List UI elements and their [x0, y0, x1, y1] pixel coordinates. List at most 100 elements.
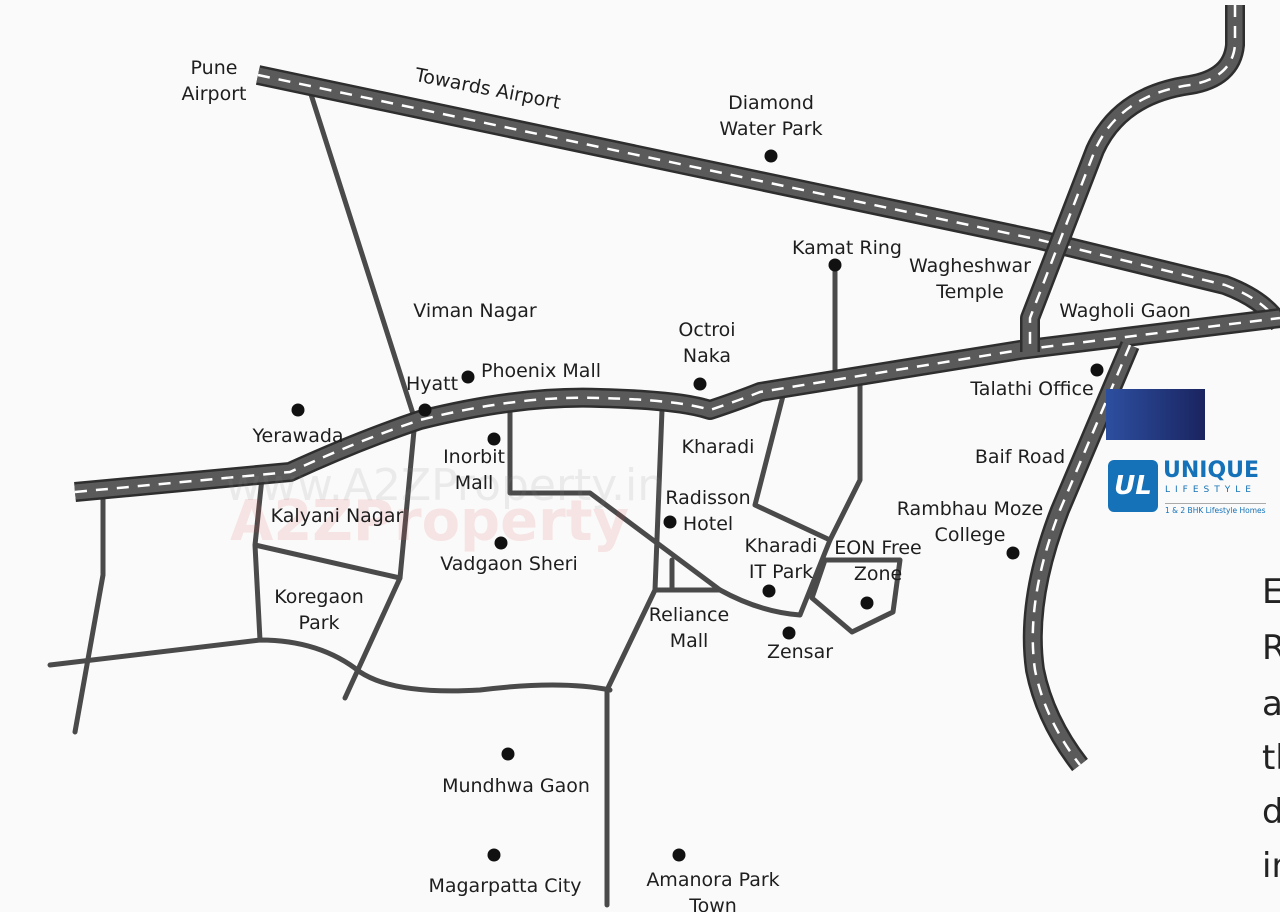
- logo-tagline: 1 & 2 BHK Lifestyle Homes: [1165, 503, 1266, 515]
- place-kharadi-it-park: Kharadi IT Park: [745, 535, 818, 598]
- place-label: Wagheshwar: [909, 255, 1031, 277]
- place-label: IT Park: [749, 561, 813, 583]
- place-label: Talathi Office: [969, 378, 1093, 400]
- unique-lifestyle-logo: UL UNIQUE LIFESTYLE 1 & 2 BHK Lifestyle …: [1108, 458, 1268, 518]
- place-marker-icon: [762, 584, 776, 598]
- place-label: Kharadi: [745, 535, 818, 557]
- place-marker-icon: [782, 626, 796, 640]
- side-text-line: th: [1262, 738, 1280, 778]
- side-text-line: R: [1262, 628, 1280, 668]
- place-label: Reliance: [649, 604, 729, 626]
- road-eon-loop: [809, 557, 903, 635]
- place-label: Pune: [191, 57, 238, 79]
- place-label: Kamat Ring: [792, 237, 902, 259]
- place-baif-road: Baif Road: [975, 446, 1065, 468]
- place-viman-nagar: Viman Nagar: [413, 300, 537, 322]
- place-mundhwa-gaon: Mundhwa Gaon: [442, 747, 590, 797]
- place-label: Town: [688, 895, 737, 912]
- highway-baif-road: [1022, 341, 1140, 772]
- place-label: Magarpatta City: [428, 875, 581, 897]
- place-marker-icon: [487, 432, 501, 446]
- place-marker-icon: [672, 848, 686, 862]
- place-label: Mall: [670, 630, 709, 652]
- place-label: Inorbit: [443, 446, 505, 468]
- road-west: [72, 487, 106, 735]
- place-label: Wagholi Gaon: [1059, 300, 1191, 322]
- place-label: Octroi: [678, 319, 735, 341]
- place-label: Rambhau Moze: [897, 498, 1043, 520]
- place-label: EON Free: [834, 537, 922, 559]
- place-label: Zensar: [767, 641, 833, 663]
- highway-nagar-road: [74, 308, 1280, 502]
- place-phoenix-mall: Phoenix Mall: [461, 360, 601, 384]
- place-label: Koregaon: [274, 586, 364, 608]
- place-hyatt: Hyatt: [406, 373, 458, 417]
- place-marker-icon: [693, 377, 707, 391]
- svg-text:www.A2ZProperty.in: www.A2ZProperty.in: [225, 460, 665, 511]
- road-kalyani: [252, 475, 403, 643]
- place-label: Phoenix Mall: [481, 360, 601, 382]
- place-label: Mall: [455, 472, 494, 494]
- place-marker-icon: [487, 848, 501, 862]
- place-label: Vadgaon Sheri: [440, 553, 578, 575]
- place-label: College: [935, 524, 1006, 546]
- logo-sub: LIFESTYLE: [1165, 485, 1256, 495]
- place-label: Temple: [935, 281, 1004, 303]
- minor-roads: [47, 82, 903, 908]
- side-text-line: E: [1262, 572, 1280, 612]
- place-label: Baif Road: [975, 446, 1065, 468]
- place-label: Amanora Park: [646, 869, 779, 891]
- place-marker-icon: [291, 403, 305, 417]
- place-talathi-office: Talathi Office: [969, 363, 1104, 400]
- place-marker-icon: [663, 515, 677, 529]
- highway-north: [1020, 5, 1245, 352]
- place-kalyani-nagar: Kalyani Nagar: [271, 505, 404, 527]
- place-marker-icon: [828, 258, 842, 272]
- place-yerawada: Yerawada: [251, 403, 344, 447]
- road-south: [47, 637, 613, 694]
- place-label: Park: [298, 612, 339, 634]
- place-label: Hyatt: [406, 373, 458, 395]
- place-zensar: Zensar: [767, 626, 833, 663]
- place-marker-icon: [860, 596, 874, 610]
- place-label: Radisson: [665, 487, 750, 509]
- place-marker-icon: [494, 536, 508, 550]
- place-label: Yerawada: [251, 425, 343, 447]
- place-label: Zone: [854, 563, 902, 585]
- watermark: www.A2ZProperty.in A2ZProperty: [225, 460, 665, 554]
- place-wagholi-gaon: Wagholi Gaon: [1059, 300, 1191, 322]
- place-marker-icon: [418, 403, 432, 417]
- place-label: Airport: [181, 83, 246, 105]
- place-kamat-ring: Kamat Ring: [792, 237, 902, 272]
- highways: [74, 5, 1280, 772]
- place-label: Mundhwa Gaon: [442, 775, 590, 797]
- logo-mark: UL: [1108, 460, 1158, 512]
- place-label: Kalyani Nagar: [271, 505, 404, 527]
- side-text-line: d: [1262, 792, 1280, 832]
- side-text-line: in: [1262, 846, 1280, 886]
- place-vadgaon-sheri: Vadgaon Sheri: [440, 536, 578, 575]
- place-marker-icon: [764, 149, 778, 163]
- place-label: Naka: [683, 345, 731, 367]
- place-marker-icon: [461, 370, 475, 384]
- side-text-line: a: [1262, 684, 1280, 724]
- svg-text:A2ZProperty: A2ZProperty: [230, 489, 629, 554]
- place-label: Water Park: [719, 118, 822, 140]
- place-label: Kharadi: [682, 436, 755, 458]
- place-label: Diamond: [728, 92, 814, 114]
- banner-bar: [1106, 389, 1205, 440]
- road-kharadi: [604, 407, 723, 693]
- place-label: Viman Nagar: [413, 300, 537, 322]
